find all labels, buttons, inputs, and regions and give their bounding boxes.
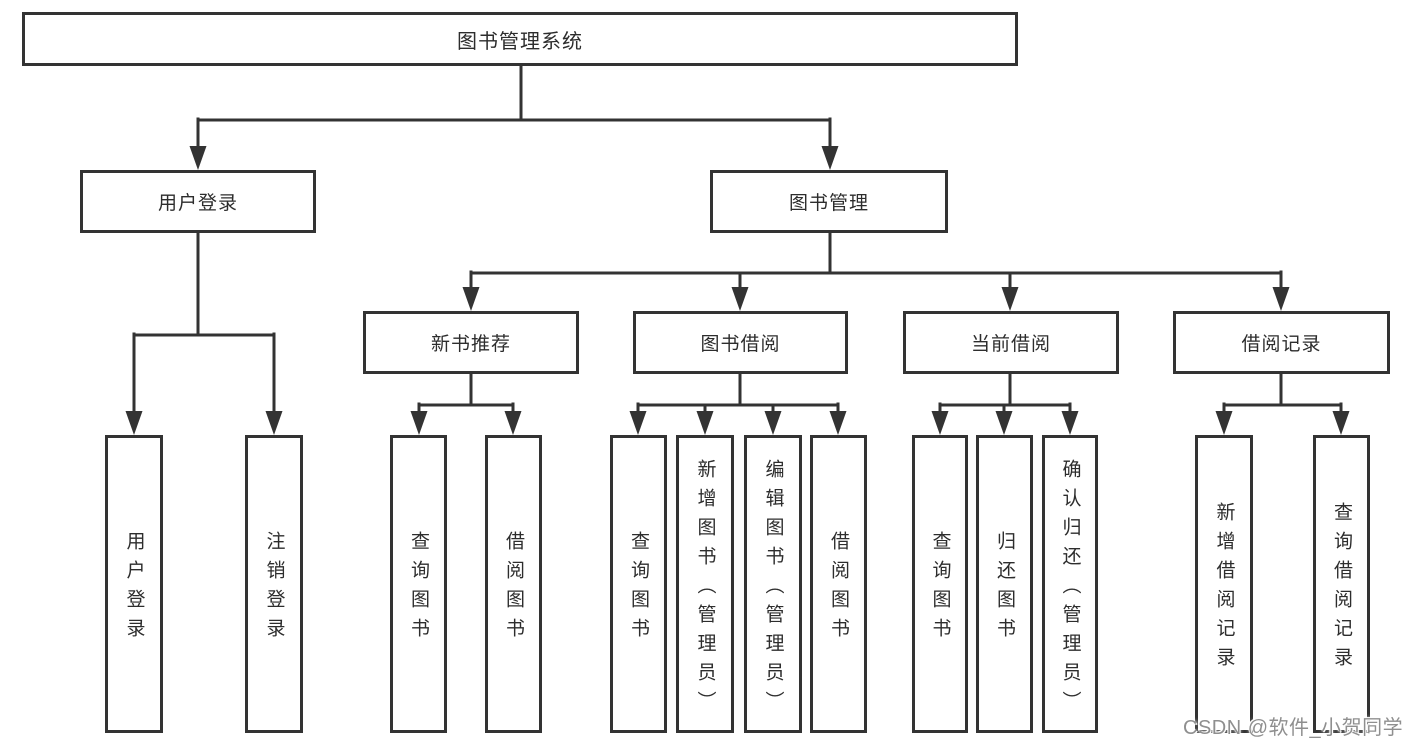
- leaf-borrow-books: 借阅图书: [810, 435, 867, 733]
- leaf-logout-login: 注销登录: [245, 435, 303, 733]
- leaf-label: 查询借阅记录: [1331, 502, 1352, 676]
- leaf-query-books-recommend: 查询图书: [390, 435, 447, 733]
- connector-root: [196, 64, 832, 150]
- leaf-label: 注销登录: [263, 531, 285, 647]
- node-current-borrow: 当前借阅: [903, 311, 1119, 374]
- leaf-label: 查询图书: [408, 531, 429, 647]
- leaf-label: 编辑图书（管理员）: [762, 458, 784, 720]
- leaf-query-books-borrow: 查询图书: [610, 435, 667, 733]
- node-label: 图书借阅: [700, 334, 781, 355]
- node-book-borrow: 图书借阅: [633, 311, 848, 374]
- node-label: 借阅记录: [1241, 334, 1322, 355]
- node-borrow-records: 借阅记录: [1173, 311, 1390, 374]
- leaf-user-login: 用户登录: [105, 435, 163, 733]
- leaf-label: 查询图书: [929, 531, 951, 647]
- leaf-query-books-current: 查询图书: [912, 435, 968, 733]
- leaf-query-borrow-record: 查询借阅记录: [1313, 435, 1370, 733]
- node-library-system: 图书管理系统: [22, 12, 1018, 66]
- node-user-login: 用户登录: [80, 170, 316, 233]
- node-label: 图书管理: [788, 193, 869, 214]
- node-label: 新书推荐: [430, 334, 511, 355]
- node-label: 图书管理系统: [457, 30, 583, 53]
- node-label: 当前借阅: [970, 334, 1051, 355]
- connector-book-borrow: [636, 372, 840, 415]
- connector-borrow-records: [1222, 372, 1343, 415]
- leaf-label: 新增借阅记录: [1213, 502, 1235, 676]
- connector-current-borrow: [938, 372, 1072, 415]
- leaf-borrow-books-recommend: 借阅图书: [485, 435, 542, 733]
- leaf-label: 用户登录: [123, 531, 145, 647]
- node-new-book-recommend: 新书推荐: [363, 311, 579, 374]
- leaf-label: 借阅图书: [828, 531, 849, 647]
- leaf-confirm-return-admin: 确认归还（管理员）: [1042, 435, 1098, 733]
- leaf-add-book-admin: 新增图书（管理员）: [676, 435, 734, 733]
- leaf-label: 确认归还（管理员）: [1059, 458, 1081, 720]
- leaf-edit-book-admin: 编辑图书（管理员）: [744, 435, 802, 733]
- leaf-label: 新增图书（管理员）: [694, 458, 716, 720]
- leaf-return-books: 归还图书: [976, 435, 1033, 733]
- leaf-add-borrow-record: 新增借阅记录: [1195, 435, 1253, 733]
- leaf-label: 归还图书: [994, 531, 1015, 647]
- connector-user-login: [132, 231, 276, 415]
- leaf-label: 查询图书: [628, 531, 649, 647]
- connector-book-management: [469, 231, 1283, 291]
- node-label: 用户登录: [157, 193, 238, 214]
- leaf-label: 借阅图书: [503, 531, 524, 647]
- connector-new-book-recommend: [417, 372, 515, 415]
- csdn-watermark: CSDN @软件_小贺同学: [1183, 717, 1404, 739]
- node-book-management: 图书管理: [710, 170, 948, 233]
